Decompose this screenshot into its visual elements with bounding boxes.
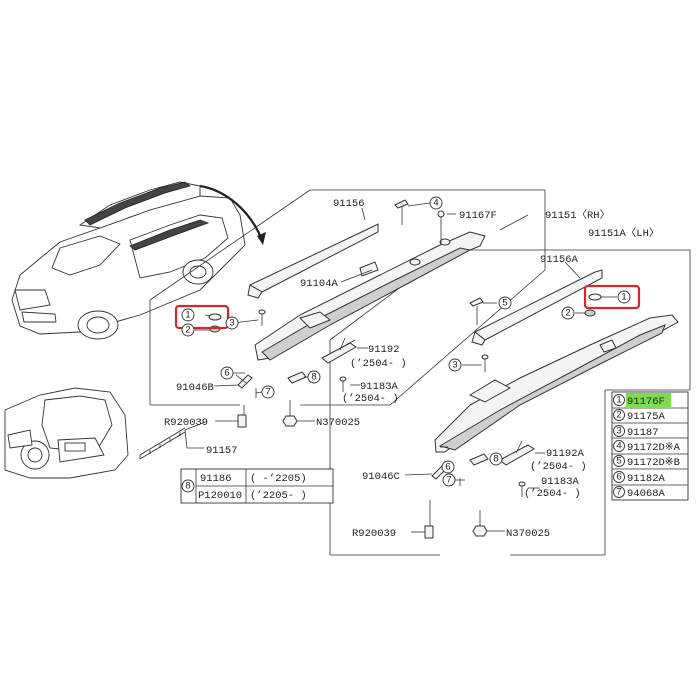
- label-91192a-range: (’2504- ): [530, 461, 587, 473]
- callout-8-rh: 8: [311, 372, 316, 383]
- label-n370025-bottom: N370025: [506, 528, 550, 540]
- table8-callout: 8: [185, 481, 190, 492]
- parts-table-num-5: 6: [616, 472, 621, 483]
- label-91156a: 91156A: [540, 254, 579, 266]
- label-91183a-lh-range: (’2504- ): [524, 488, 581, 500]
- label-n370025-top: N370025: [316, 417, 360, 429]
- parts-table-part-6: 94068A: [627, 488, 666, 500]
- parts-table-part-0: 91176F: [627, 396, 665, 408]
- callout-1-lh: 1: [621, 292, 626, 303]
- lh-parts: [404, 261, 679, 539]
- parts-table-part-2: 91187: [627, 427, 659, 439]
- parts-table-num-4: 5: [616, 456, 621, 467]
- table8-part-1: P120010: [198, 490, 242, 502]
- table8-part-0: 91186: [200, 473, 232, 485]
- parts-table-highlight: [626, 393, 671, 407]
- table8-range-1: (’2205- ): [250, 490, 307, 502]
- callout-7-rh: 7: [265, 387, 270, 398]
- table8-range-0: ( -’2205): [250, 473, 307, 485]
- parts-table-num-3: 4: [616, 441, 621, 452]
- label-91157-main: 91157: [206, 445, 238, 457]
- callout-8-lh: 8: [493, 454, 498, 465]
- label-91183a: 91183A: [360, 381, 399, 393]
- callout-6-rh: 6: [224, 368, 229, 379]
- label-91183a-range: (’2504- ): [342, 393, 399, 405]
- callout-2-rh: 2: [185, 325, 190, 336]
- rh-parts: [195, 199, 529, 428]
- parts-table-num-0: 1: [616, 395, 621, 406]
- label-91046b: 91046B: [176, 382, 214, 394]
- callout-5-lh: 5: [502, 298, 507, 309]
- callout-6-lh: 6: [445, 462, 450, 473]
- callout-1-rh: 1: [185, 310, 190, 321]
- parts-table-num-1: 2: [616, 410, 621, 421]
- parts-table-part-1: 91175A: [627, 411, 666, 423]
- parts-table-part-3: 91172D※A: [627, 442, 681, 454]
- label-91192: 91192: [368, 344, 400, 356]
- label-91151a-lh: 91151A〈LH〉: [588, 227, 659, 240]
- label-91183a-lh: 91183A: [541, 476, 580, 488]
- part-labels: 91156 91167F 91151〈RH〉 91151A〈LH〉 91104A…: [164, 198, 659, 540]
- label-91104a: 91104A: [300, 278, 339, 290]
- parts-table-part-4: 91172D※B: [627, 457, 680, 469]
- label-91156: 91156: [333, 198, 365, 210]
- callout-4-rh: 4: [433, 198, 438, 209]
- label-r920039-bottom: R920039: [352, 528, 396, 540]
- label-91192a: 91192A: [546, 448, 585, 460]
- rh-assembly-frame: [149, 189, 546, 406]
- callout-7-lh: 7: [446, 475, 451, 486]
- callout-3-lh: 3: [452, 360, 457, 371]
- label-r920039-top: R920039: [164, 417, 208, 429]
- parts-table-part-5: 91182A: [627, 473, 666, 485]
- parts-number-table: 1 91176F 2 91175A 3 91187 4 91172D※A 5 9…: [611, 391, 689, 501]
- rear-car-illustration: [4, 387, 206, 479]
- parts-table-num-6: 7: [616, 487, 621, 498]
- parts-table-num-2: 3: [616, 426, 621, 437]
- label-91046c: 91046C: [362, 471, 400, 483]
- highlight-box-lh: [583, 284, 641, 310]
- label-91167f: 91167F: [459, 210, 497, 222]
- car-illustration: [11, 181, 266, 340]
- callout-circles: 4 1 2 3 6 7 8 1 2 5 3 6 8 7: [181, 196, 631, 487]
- highlight-box-rh: [174, 304, 230, 330]
- callout-3-rh: 3: [229, 318, 234, 329]
- label-91151-rh: 91151〈RH〉: [545, 209, 610, 222]
- callout-2-lh: 2: [565, 308, 570, 319]
- variant-table-8: 8 91186 ( -’2205) P120010 (’2205- ): [180, 468, 334, 504]
- label-91192-range: (’2504- ): [350, 358, 407, 370]
